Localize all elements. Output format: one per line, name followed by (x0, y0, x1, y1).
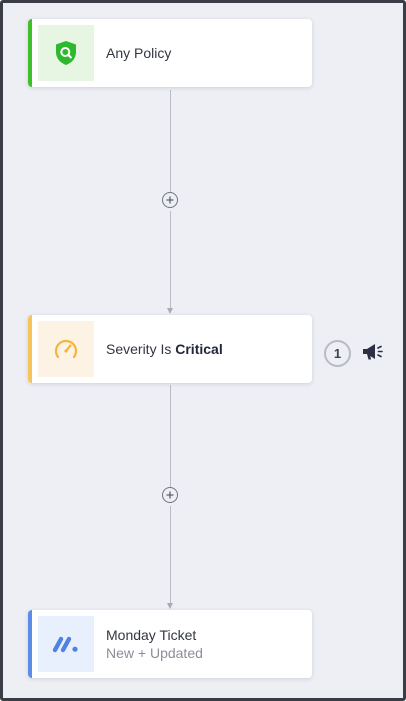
condition-value: Critical (175, 341, 223, 357)
node-title: Any Policy (106, 45, 172, 61)
connector-arrow-icon (167, 308, 173, 314)
condition-label: Severity Is (106, 341, 172, 357)
node-icon-tile (38, 616, 94, 672)
connector-arrow-icon (167, 603, 173, 609)
plus-icon (166, 196, 174, 204)
connector-line (170, 385, 171, 490)
node-accent-bar (28, 610, 32, 678)
condition-node-severity[interactable]: Severity Is Critical (28, 315, 312, 383)
add-step-button[interactable] (162, 192, 178, 208)
connector-line (170, 211, 171, 311)
monday-logo-icon (52, 636, 78, 653)
notification-count-badge[interactable]: 1 (324, 340, 351, 367)
speedometer-icon (54, 339, 78, 359)
connector-line (170, 90, 171, 195)
connector-line (170, 506, 171, 606)
node-accent-bar (28, 19, 32, 87)
trigger-node-any-policy[interactable]: Any Policy (28, 19, 312, 87)
node-title: Monday Ticket (106, 627, 197, 643)
node-icon-tile (38, 321, 94, 377)
action-node-monday-ticket[interactable]: Monday Ticket New + Updated (28, 610, 312, 678)
add-step-button[interactable] (162, 487, 178, 503)
node-accent-bar (28, 315, 32, 383)
shield-search-icon (56, 41, 76, 65)
node-subtitle: New + Updated (106, 645, 203, 661)
megaphone-icon[interactable] (361, 342, 385, 362)
node-icon-tile (38, 25, 94, 81)
node-title: Severity Is Critical (106, 340, 223, 358)
plus-icon (166, 491, 174, 499)
